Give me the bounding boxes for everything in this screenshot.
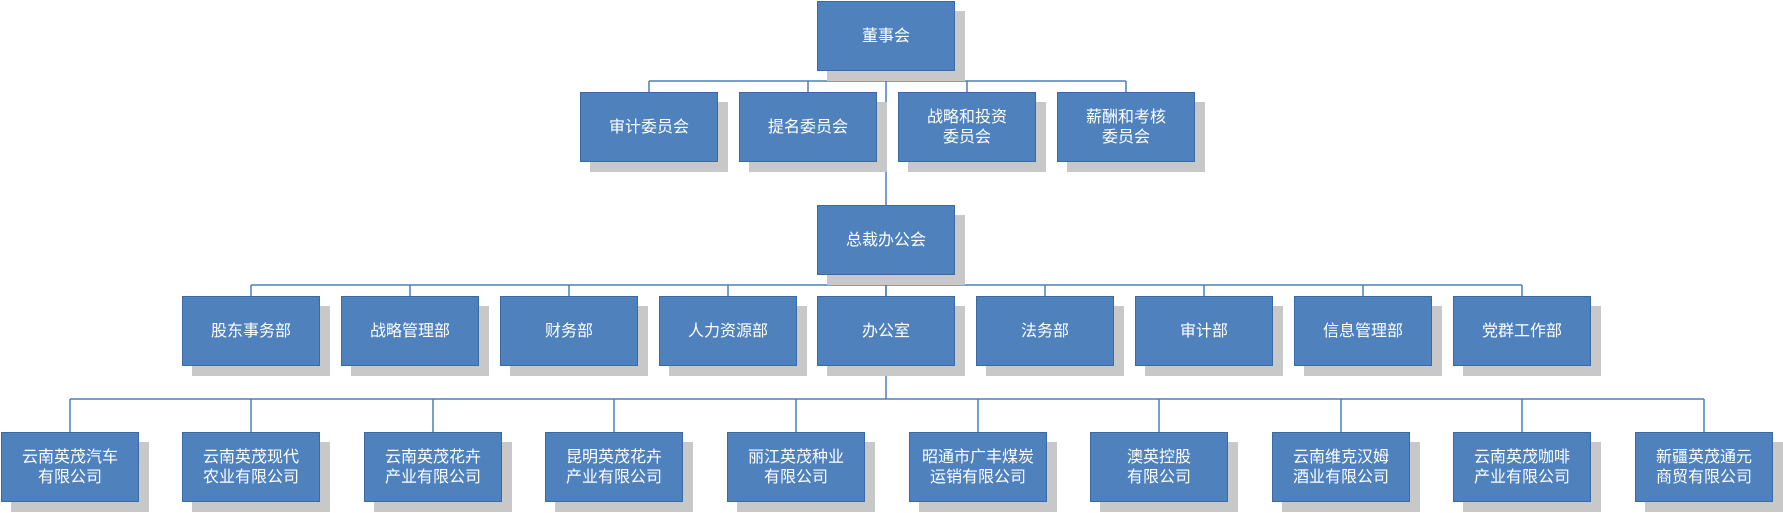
node-audit-committee: 审计委员会 [580, 92, 718, 162]
node-dept-legal: 法务部 [976, 296, 1114, 366]
node-sub-yunnan-yingmao-auto: 云南英茂汽车 有限公司 [1, 432, 139, 502]
node-board: 董事会 [817, 1, 955, 71]
node-sub-yunnan-yingmao-agriculture: 云南英茂现代 农业有限公司 [182, 432, 320, 502]
node-sub-kunming-yingmao-flowers: 昆明英茂花卉 产业有限公司 [545, 432, 683, 502]
node-sub-yunnan-yingmao-coffee: 云南英茂咖啡 产业有限公司 [1453, 432, 1591, 502]
node-strategy-investment-committee: 战略和投资 委员会 [898, 92, 1036, 162]
node-dept-office: 办公室 [817, 296, 955, 366]
node-sub-yunnan-wickham-wine: 云南维克汉姆 酒业有限公司 [1272, 432, 1410, 502]
node-dept-shareholder-affairs: 股东事务部 [182, 296, 320, 366]
node-dept-information-management: 信息管理部 [1294, 296, 1432, 366]
node-sub-zhaotong-guangfeng-coal: 昭通市广丰煤炭 运销有限公司 [909, 432, 1047, 502]
node-dept-audit: 审计部 [1135, 296, 1273, 366]
node-dept-party-masses-work: 党群工作部 [1453, 296, 1591, 366]
node-dept-finance: 财务部 [500, 296, 638, 366]
node-remuneration-committee: 薪酬和考核 委员会 [1057, 92, 1195, 162]
node-dept-strategy-management: 战略管理部 [341, 296, 479, 366]
node-sub-xinjiang-yingmao-tongyuan: 新疆英茂通元 商贸有限公司 [1635, 432, 1773, 502]
node-sub-aoying-holdings: 澳英控股 有限公司 [1090, 432, 1228, 502]
node-sub-lijiang-yingmao-seeds: 丽江英茂种业 有限公司 [727, 432, 865, 502]
node-nomination-committee: 提名委员会 [739, 92, 877, 162]
node-president-office-meeting: 总裁办公会 [817, 205, 955, 275]
node-sub-yunnan-yingmao-flowers: 云南英茂花卉 产业有限公司 [364, 432, 502, 502]
node-dept-human-resources: 人力资源部 [659, 296, 797, 366]
